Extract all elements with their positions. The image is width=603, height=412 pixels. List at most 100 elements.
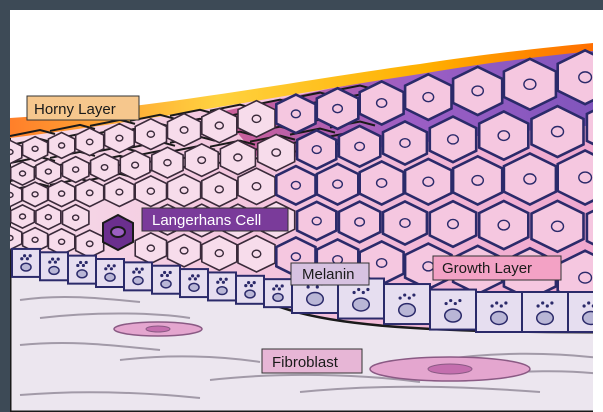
- melanin-granule: [454, 302, 457, 305]
- epidermal-cell: [135, 119, 166, 150]
- melanin-granule: [587, 301, 590, 304]
- epidermal-cell: [168, 114, 201, 147]
- melanin-granule: [546, 304, 549, 307]
- melanin-granule: [253, 281, 256, 284]
- basal-nucleus: [105, 273, 115, 281]
- basal-nucleus: [217, 287, 227, 295]
- melanin-granule: [222, 281, 225, 284]
- epidermal-cell: [339, 202, 380, 243]
- basal-nucleus: [399, 304, 416, 317]
- epidermal-cell: [135, 233, 166, 264]
- basal-nucleus: [77, 270, 87, 278]
- melanin-granule: [281, 284, 284, 287]
- melanin-granule: [51, 257, 54, 260]
- epidermal-cell: [202, 236, 237, 270]
- epidermal-cell: [36, 205, 61, 230]
- langerhans-cell: [103, 215, 133, 250]
- epidermal-cell: [453, 156, 502, 204]
- melanin-granule: [458, 299, 461, 302]
- melanin-granule: [275, 284, 278, 287]
- melanin-granule: [194, 277, 197, 280]
- label-melanin: Melanin: [291, 263, 369, 285]
- epidermal-cell: [479, 112, 528, 160]
- melanin-granule: [225, 278, 228, 281]
- label-fibroblast: Fibroblast: [262, 349, 362, 373]
- epidermal-cell: [135, 176, 166, 207]
- epidermal-cell: [48, 181, 74, 207]
- epidermal-cell: [91, 154, 119, 181]
- epidermal-cell: [504, 59, 556, 110]
- melanin-granule: [307, 285, 310, 288]
- epidermal-cell: [76, 230, 104, 257]
- melanin-granule: [141, 268, 144, 271]
- basal-nucleus: [273, 293, 283, 301]
- epidermal-cell: [360, 161, 404, 204]
- melanin-granule: [191, 274, 194, 277]
- epidermal-cell: [297, 202, 336, 240]
- melanin-granule: [272, 287, 275, 290]
- melanin-granule: [26, 257, 29, 260]
- melanin-granule: [541, 301, 544, 304]
- epidermal-cell: [23, 182, 48, 207]
- melanin-granule: [54, 260, 57, 263]
- melanin-granule: [357, 288, 360, 291]
- epidermal-cell: [383, 122, 427, 165]
- epidermal-cell: [76, 179, 104, 207]
- basal-nucleus: [537, 312, 554, 325]
- melanin-granule: [138, 271, 141, 274]
- basal-nucleus: [133, 277, 143, 285]
- melanin-granule: [537, 304, 540, 307]
- epidermal-cell: [11, 162, 35, 185]
- basal-nucleus: [491, 312, 508, 325]
- melanin-text: Melanin: [302, 266, 355, 283]
- fibroblast-cell-left: [114, 322, 202, 336]
- melanin-granule: [449, 299, 452, 302]
- melanin-granule: [247, 281, 250, 284]
- epidermal-cell: [479, 201, 528, 249]
- langerhans-cell-text: Langerhans Cell: [152, 212, 261, 229]
- melanin-granule: [583, 304, 586, 307]
- epidermal-cell: [430, 117, 476, 163]
- epidermal-cell: [220, 140, 255, 174]
- melanin-granule: [366, 288, 369, 291]
- epidermal-cell: [405, 159, 451, 205]
- epidermal-cell: [317, 164, 359, 205]
- melanin-granule: [160, 274, 163, 277]
- melanin-granule: [163, 271, 166, 274]
- basal-nucleus: [445, 309, 462, 322]
- melanin-granule: [79, 261, 82, 264]
- melanin-granule: [113, 264, 116, 267]
- melanin-granule: [412, 293, 415, 296]
- melanin-granule: [107, 264, 110, 267]
- label-horny-layer: Horny Layer: [27, 96, 139, 120]
- epidermal-cell: [405, 74, 451, 120]
- basal-nucleus: [245, 290, 255, 298]
- melanin-granule: [316, 285, 319, 288]
- melanin-granule: [188, 277, 191, 280]
- fibroblast-cell-right: [370, 357, 530, 381]
- melanin-granule: [353, 291, 356, 294]
- melanin-granule: [408, 296, 411, 299]
- label-langerhans-cell: Langerhans Cell: [142, 208, 288, 231]
- basal-nucleus: [353, 298, 370, 311]
- epidermal-cell: [276, 95, 315, 134]
- melanin-granule: [135, 268, 138, 271]
- melanin-granule: [104, 267, 107, 270]
- epidermal-cell: [297, 130, 336, 169]
- growth-layer-text: Growth Layer: [442, 260, 532, 277]
- epidermal-cell: [105, 178, 135, 207]
- epidermal-cell: [317, 88, 359, 129]
- epidermal-cell: [532, 201, 584, 252]
- basal-nucleus: [21, 263, 31, 271]
- basal-nucleus: [161, 280, 171, 288]
- melanin-granule: [244, 284, 247, 287]
- epidermal-cell: [276, 166, 315, 204]
- epidermal-cell: [202, 172, 237, 206]
- melanin-granule: [20, 257, 23, 260]
- epidermal-cell: [120, 151, 150, 180]
- epidermal-cell: [168, 174, 201, 206]
- epidermal-cell: [63, 205, 89, 231]
- epidermal-cell: [152, 147, 183, 178]
- melanin-granule: [132, 271, 135, 274]
